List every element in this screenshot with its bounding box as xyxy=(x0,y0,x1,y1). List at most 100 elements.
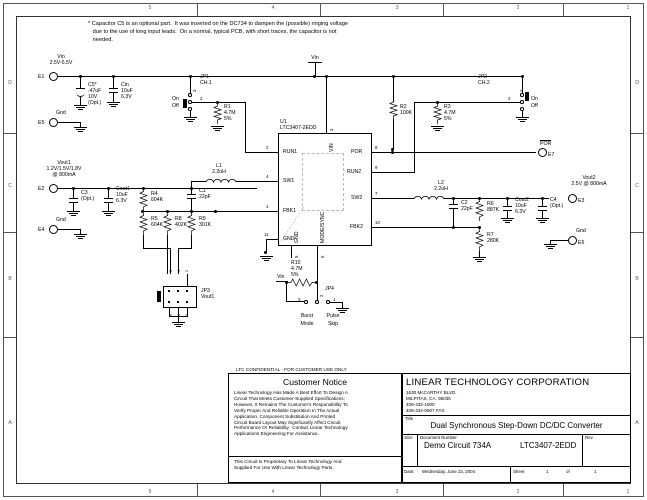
l1-label-1: L1 xyxy=(216,163,222,169)
wire-run2 xyxy=(414,102,437,103)
title-block-divider-2 xyxy=(402,434,631,435)
customer-notice-box xyxy=(228,373,402,483)
r7-label-1: R7 xyxy=(487,232,494,238)
wire xyxy=(167,235,168,274)
ic-u1-pad-lead xyxy=(279,206,305,245)
jp3-pad[interactable] xyxy=(168,290,170,292)
terminal-e3-name: Vout2 xyxy=(582,175,596,181)
wire xyxy=(190,76,191,93)
jp2-pin-3: 3 xyxy=(519,89,524,92)
title-block-vline-3 xyxy=(510,466,511,483)
wire xyxy=(80,122,81,127)
jp3-pad[interactable] xyxy=(177,290,179,292)
terminal-e3[interactable] xyxy=(568,194,577,203)
r10-label-1: R10 xyxy=(291,260,301,266)
junction-dot xyxy=(478,197,481,200)
gnd-bar xyxy=(538,220,547,221)
terminal-e5[interactable] xyxy=(49,118,58,127)
net-label-bar xyxy=(276,281,288,282)
gnd-bar xyxy=(477,261,482,262)
terminal-e4[interactable] xyxy=(49,225,58,234)
sheet-inner-border xyxy=(16,16,631,484)
gnd-bar xyxy=(520,121,525,122)
sheet-label: Sheet xyxy=(513,469,525,474)
sheet-number: 1 xyxy=(546,469,549,474)
ic-u1-body[interactable] xyxy=(278,133,372,246)
company-address-1: 1630 McCARTHY BLVD. xyxy=(406,390,457,395)
customer-notice-footer: This Circuit Is Proprietary To Linear Te… xyxy=(234,459,342,470)
jp3-body[interactable] xyxy=(163,286,197,308)
zone-label-bottom-2: 2 xyxy=(516,489,520,495)
jp3-shunt[interactable] xyxy=(157,291,161,302)
docnum-label: Document Number xyxy=(420,435,457,440)
gnd-bar xyxy=(69,213,78,214)
jp2-pin-3-pad[interactable] xyxy=(520,93,524,97)
junction-dot xyxy=(166,210,169,213)
c5-label-2: .47uF xyxy=(88,88,102,94)
jp3-pin-1: 1 xyxy=(184,313,189,316)
r3-label-3: 5% xyxy=(444,116,452,122)
pin-por-name: POR xyxy=(351,149,363,155)
jp1-pin-3-pad[interactable] xyxy=(188,93,192,97)
terminal-e2-id: E2 xyxy=(38,186,45,192)
pin-gnd11-wire xyxy=(266,239,278,240)
jp2-shunt[interactable] xyxy=(525,92,529,101)
cout2-label-3: 6.3V xyxy=(515,209,526,215)
jp4-pin-1-pad[interactable] xyxy=(326,300,330,304)
wire xyxy=(493,102,521,103)
zone-label-side-C-right: C xyxy=(635,183,639,189)
jp3-pad[interactable] xyxy=(186,301,188,303)
terminal-e3-spec: 2.5V @ 800mA xyxy=(571,181,607,187)
wire xyxy=(393,76,394,102)
jp3-pad[interactable] xyxy=(168,301,170,303)
pin-mode-num: 6 xyxy=(320,255,325,258)
terminal-e1-name: Vin xyxy=(57,54,65,60)
jp4-pin-3-pad[interactable] xyxy=(304,300,308,304)
gnd-bar xyxy=(76,236,85,237)
wire xyxy=(178,248,192,249)
pin-por-wire xyxy=(372,152,384,153)
jp1-shunt[interactable] xyxy=(183,99,187,108)
pin-sw2-num: 7 xyxy=(375,191,378,196)
jp4-pin-2: 2 xyxy=(319,294,324,297)
company-address-2: MILPITAS, CA. 95035 xyxy=(406,396,451,401)
customer-notice-title: Customer Notice xyxy=(283,377,347,387)
wire xyxy=(286,281,287,301)
wire-l1 xyxy=(191,181,206,182)
date-label: Date: xyxy=(404,469,415,474)
jp4-pin-2-pad[interactable] xyxy=(315,300,319,304)
wire xyxy=(542,210,543,218)
zone-tick xyxy=(563,484,564,497)
c1-plate-top xyxy=(187,194,196,195)
jp2-pin-1-pad[interactable] xyxy=(520,107,524,111)
jp1-pin-1-pad[interactable] xyxy=(188,107,192,111)
zone-label-top-1: 1 xyxy=(626,5,630,11)
gnd-bar xyxy=(78,238,83,239)
wire xyxy=(170,248,171,274)
wire xyxy=(143,235,144,248)
gnd-bar xyxy=(67,211,80,212)
gnd-bar xyxy=(536,218,549,219)
terminal-e6[interactable] xyxy=(568,236,577,245)
terminal-e7[interactable] xyxy=(538,148,547,157)
jp2-ref: JP2 xyxy=(478,74,487,80)
zone-label-side-D: D xyxy=(8,80,12,86)
pin-fbk2-name: FBK2 xyxy=(350,224,363,230)
terminal-e1[interactable] xyxy=(49,72,58,81)
gnd-bar xyxy=(107,102,120,103)
wire-l2 xyxy=(384,198,414,199)
jp2-pin-2-pad[interactable] xyxy=(520,100,524,104)
jp1-pin-2-pad[interactable] xyxy=(188,100,192,104)
c5-label-4: (Opt.) xyxy=(88,100,102,106)
jp3-pad[interactable] xyxy=(177,301,179,303)
confidential-text: LTC CONFIDENTIAL - FOR CUSTOMER USE ONLY xyxy=(236,367,347,372)
wire xyxy=(187,274,188,286)
jp3-pad[interactable] xyxy=(186,290,188,292)
junction-dot xyxy=(478,226,481,229)
gnd-bar xyxy=(544,244,557,245)
wire xyxy=(191,188,192,194)
wire-mode xyxy=(317,258,318,282)
zone-label-side-D-right: D xyxy=(635,80,639,86)
wire xyxy=(80,96,81,105)
